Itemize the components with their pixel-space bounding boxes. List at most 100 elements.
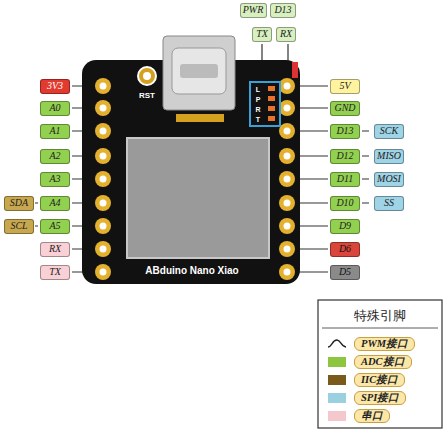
pin-name: 5V [339,81,350,91]
pin-label-box: A0 [40,101,70,116]
led [268,106,275,111]
pin-hole [284,176,291,183]
board-marking: P [256,96,261,103]
pin-hole [100,223,107,230]
pin-name: A2 [49,151,60,161]
pin-pad [279,218,295,234]
pin-label-box: RX [276,27,296,42]
pwm-wave [328,340,346,347]
pin-pad [279,123,295,139]
pin-name: D12 [336,151,353,161]
pin-hole [284,105,291,112]
pin-name: A3 [49,174,60,184]
pin-label-box: D9 [330,219,360,234]
legend-label: 串口 [354,409,390,424]
pin-name: D5 [339,267,351,277]
pin-label-box: PWR [240,3,267,18]
pin-name: D13 [336,126,353,136]
pin-name: TX [256,29,268,39]
pin-pad [279,241,295,257]
pin-pad [279,171,295,187]
board-marking: RST [139,92,155,100]
pin-pad [95,148,111,164]
pin-label-box: D11 [330,172,360,187]
led [268,116,275,121]
pin-name: D10 [336,198,353,208]
pin-label-box: GND [330,101,360,116]
pin-label-box: 3V3 [40,79,70,94]
pin-pad [95,241,111,257]
pin-label-box: 5V [330,79,360,94]
board-marking: L [256,86,260,93]
legend-label: PWM接口 [354,337,415,352]
pin-hole [284,153,291,160]
pin-label-box: MISO [374,149,404,164]
pin-label-box: A3 [40,172,70,187]
pin-name: SDA [10,198,28,208]
leader-line [362,131,369,203]
pin-label-box: RX [40,242,70,257]
pin-pad [279,148,295,164]
pin-name: D11 [337,174,353,184]
pin-label-box: D13 [270,3,296,18]
pin-pad [279,78,295,94]
pin-pad [95,171,111,187]
pin-name: TX [49,267,61,277]
pin-name: SS [384,198,394,208]
pin-name: RX [280,29,292,39]
board-marking: R [255,106,260,113]
usb-c-connector [163,36,235,110]
pin-pad [279,100,295,116]
pin-label-box: SDA [4,196,34,211]
pin-label-box: SS [374,196,404,211]
pin-name: A5 [49,221,60,231]
pin-name: A0 [49,103,60,113]
board-marking: ABduino Nano Xiao [145,266,238,276]
pin-hole [100,200,107,207]
usb-contacts [176,114,224,122]
pin-name: MOSI [377,174,401,184]
legend-title: 特殊引脚 [354,309,406,322]
pwm-symbol [327,338,347,350]
pin-name: SCK [380,126,398,136]
pin-label-box: D12 [330,149,360,164]
usb-c-opening [172,48,226,94]
pin-pad [279,195,295,211]
pin-name: SCL [10,221,27,231]
pin-hole [100,246,107,253]
pin-hole [284,128,291,135]
pin-hole [284,83,291,90]
pin-pad [95,123,111,139]
pin-pad [95,218,111,234]
pin-label-box: D6 [330,242,360,257]
pin-name: D9 [339,221,351,231]
pin-pad [279,264,295,280]
legend-divider [322,328,438,329]
pin-hole [284,246,291,253]
pin-pad [95,195,111,211]
pin-name: A4 [49,198,60,208]
legend-swatch [328,411,346,421]
pin-hole [100,176,107,183]
pin-label-box: TX [40,265,70,280]
pin-name: MISO [377,151,401,161]
pin-hole [100,83,107,90]
pin-label-box: D13 [330,124,360,139]
pin-hole [100,269,107,276]
pin-pad [95,100,111,116]
legend-swatch [328,393,346,403]
pin-name: D13 [274,5,291,15]
pin-label-box: A4 [40,196,70,211]
pin-label-box: SCK [374,124,404,139]
pin-hole [284,223,291,230]
usb-c-tongue [180,64,218,78]
pin-label-box: D5 [330,265,360,280]
reset-button [138,67,156,85]
leader-line [35,203,38,226]
legend-label: ADC接口 [354,355,412,370]
pin-label-box: SCL [4,219,34,234]
pin-label-box: A1 [40,124,70,139]
pin-name: PWR [243,5,264,15]
pin-pad [95,264,111,280]
